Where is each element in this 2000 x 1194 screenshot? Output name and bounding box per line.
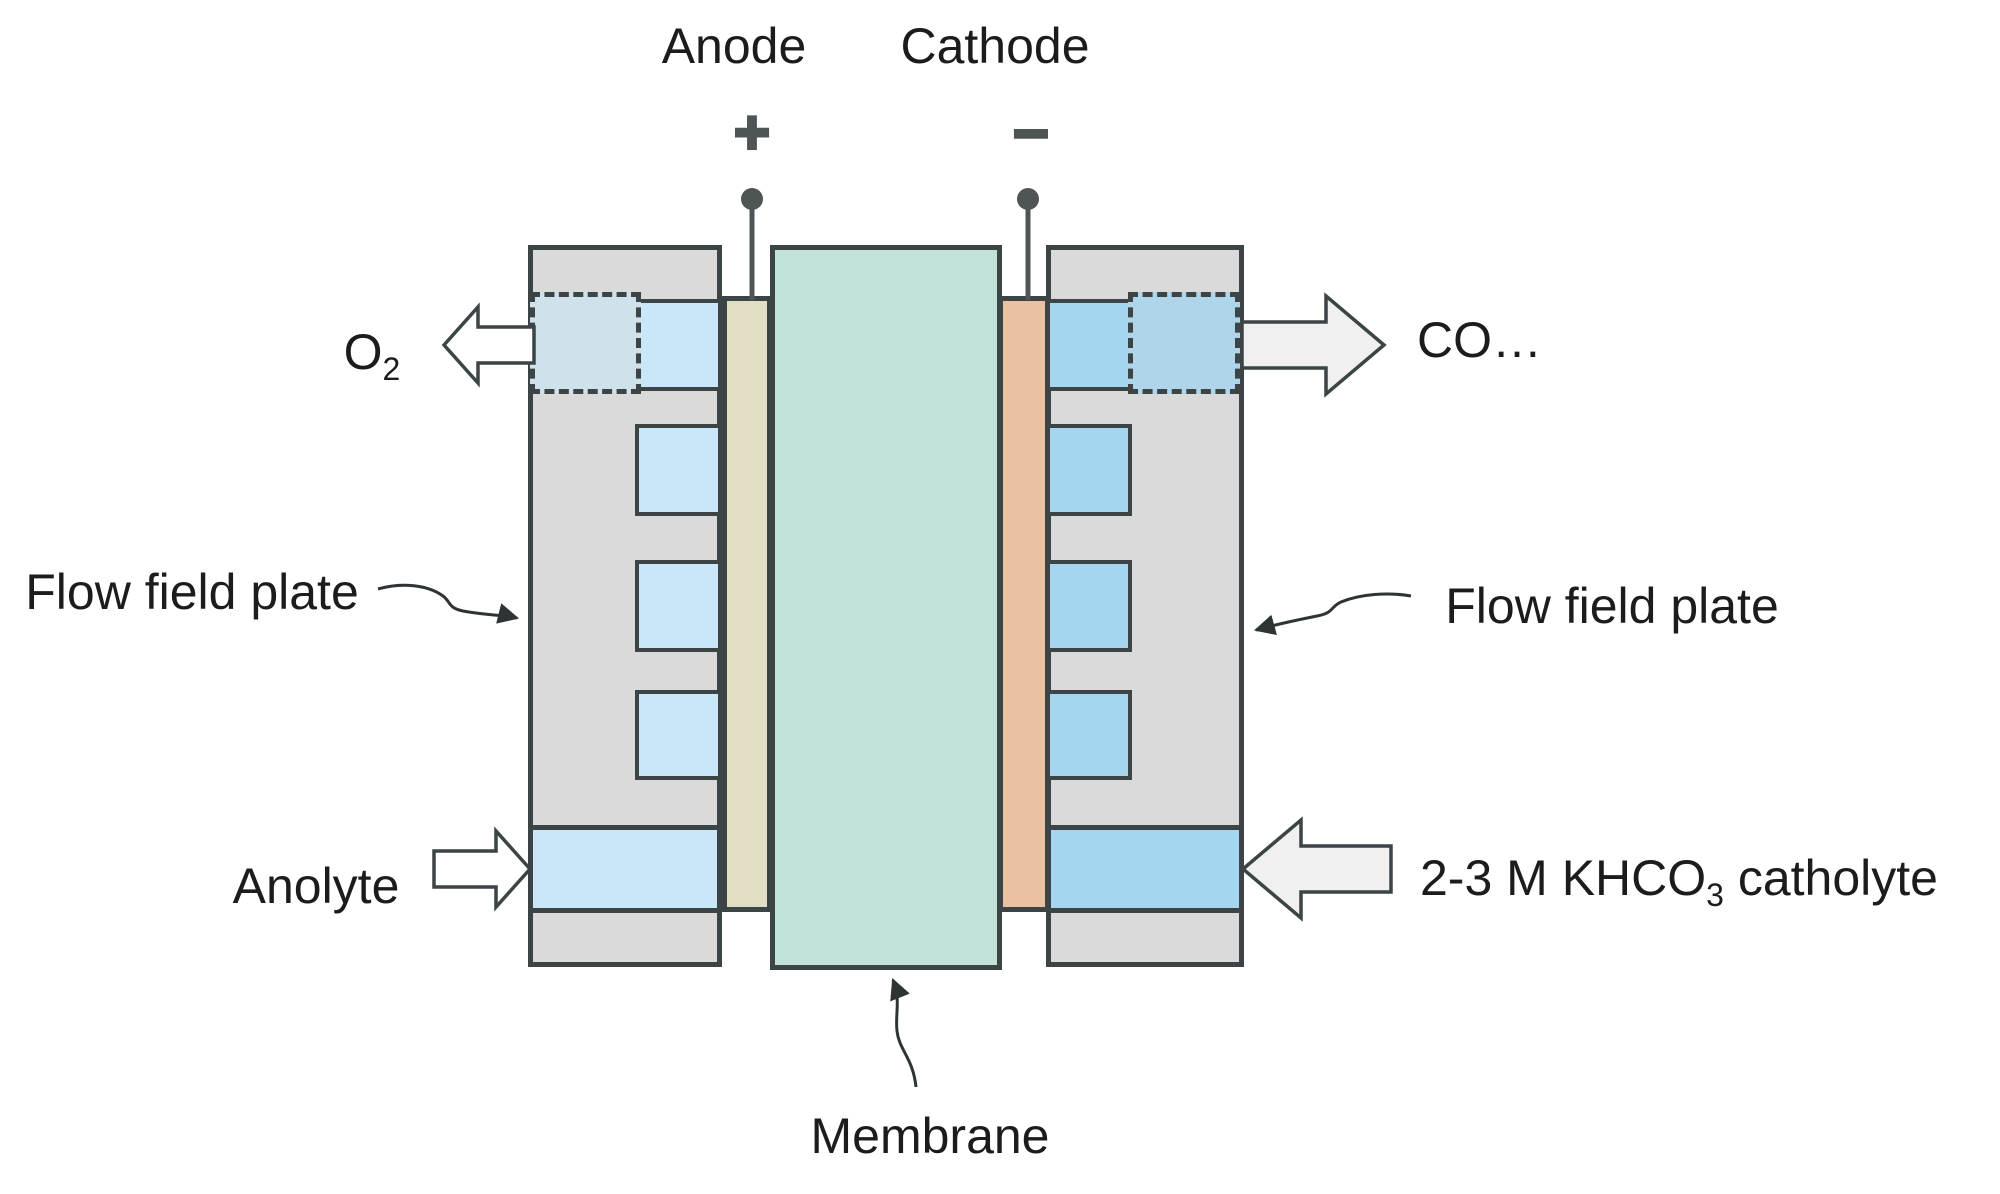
- anode-electrode-layer: [722, 296, 772, 912]
- plus-icon: +: [732, 97, 771, 169]
- anode-label: Anode: [661, 18, 807, 74]
- o2-output-label: O2: [343, 323, 401, 385]
- anolyte-in-arrow-icon: [432, 826, 533, 912]
- o2-label-base: O: [343, 324, 383, 380]
- co-out-arrow-icon: [1240, 292, 1387, 398]
- anolyte-inlet-channel: [528, 825, 722, 913]
- cathode-electrode-layer: [998, 296, 1050, 912]
- catholyte-inlet-channel: [1046, 825, 1244, 913]
- right-flow-channel: [1046, 690, 1132, 780]
- anolyte-label: Anolyte: [232, 858, 400, 914]
- right-flow-channel: [1046, 424, 1132, 516]
- right-flow-channel: [1046, 299, 1132, 391]
- anode-terminal-dot-icon: [741, 188, 763, 210]
- left-plate-label: Flow field plate: [25, 564, 359, 620]
- catholyte-label-sub: 3: [1706, 877, 1724, 913]
- co-output-label: CO…: [1417, 312, 1542, 368]
- right-plate-label: Flow field plate: [1445, 578, 1779, 634]
- catholyte-label-pre: 2-3 M KHCO: [1420, 850, 1707, 906]
- catholyte-in-arrow-icon: [1240, 816, 1393, 922]
- left-flow-channel: [635, 424, 722, 516]
- o2-outlet-port: [530, 292, 641, 394]
- left-flow-channel: [635, 299, 722, 391]
- left-plate-leader-arrow: [377, 583, 520, 624]
- right-plate-leader-arrow: [1253, 592, 1412, 636]
- co-outlet-port: [1128, 292, 1240, 394]
- left-flow-channel: [635, 560, 722, 652]
- left-flow-channel: [635, 690, 722, 780]
- o2-out-arrow-icon: [441, 302, 536, 388]
- catholyte-label-post: catholyte: [1723, 850, 1938, 906]
- membrane-label: Membrane: [810, 1108, 1050, 1164]
- minus-icon: −: [1011, 98, 1050, 170]
- membrane-leader-arrow: [890, 978, 918, 1088]
- right-flow-channel: [1046, 560, 1132, 652]
- catholyte-label: 2-3 M KHCO3 catholyte: [1420, 849, 1938, 911]
- membrane-block: [770, 245, 1002, 970]
- cathode-terminal-dot-icon: [1017, 188, 1039, 210]
- o2-label-sub: 2: [382, 351, 401, 387]
- cathode-label: Cathode: [900, 18, 1090, 74]
